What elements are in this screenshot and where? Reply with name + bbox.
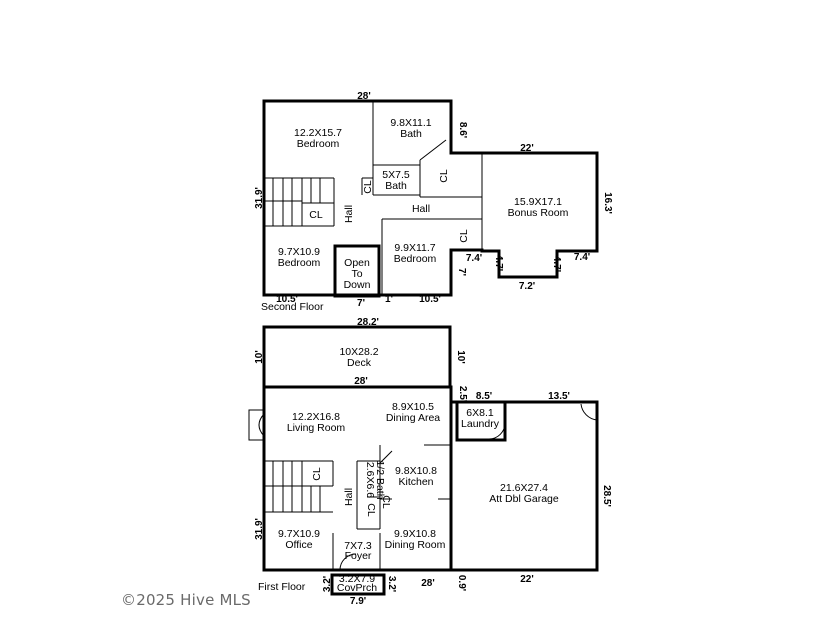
open-to-below-label-2: To: [351, 268, 362, 280]
dimension-label: 10': [455, 350, 466, 364]
hall-label: Hall: [412, 203, 430, 215]
dimension-label: 3.2': [386, 576, 397, 592]
hall-label-vertical: Hall: [343, 205, 355, 223]
dimension-label: 28.5': [601, 485, 612, 507]
second-floor-caption: Second Floor: [261, 301, 324, 313]
half-bath-dimensions: 2.6X6.6: [364, 462, 376, 498]
dimension-label: 1': [385, 294, 393, 305]
closet-label: CL: [458, 229, 470, 243]
second-floor-interior-walls: [264, 101, 483, 295]
dimension-label: 31.9': [254, 187, 265, 209]
bonus-room-label: Bonus Room: [508, 207, 569, 219]
living-room-label: Living Room: [287, 422, 346, 434]
first-floor-caption: First Floor: [258, 581, 306, 593]
bath-2-dimensions: 5X7.5: [382, 169, 410, 181]
garage-label: Att Dbl Garage: [489, 493, 559, 505]
kitchen-label: Kitchen: [398, 476, 433, 488]
laundry-outline: [455, 400, 507, 442]
door-swing: [488, 422, 506, 440]
second-floor-outer-wall: [262, 99, 599, 297]
dimension-label: 8.5': [476, 391, 492, 402]
office-label: Office: [285, 539, 312, 551]
dimension-label: 4.7': [493, 255, 504, 271]
laundry-dimensions: 6X8.1: [466, 407, 494, 419]
dimension-label: 7': [456, 268, 467, 276]
dimension-label: 16.3': [602, 192, 613, 214]
dimension-label: 3.2': [322, 576, 333, 592]
closet-label: CL: [309, 209, 323, 221]
foyer-dimensions: 7X7.3: [344, 540, 372, 552]
dimension-label: 4.7': [551, 256, 562, 272]
dimension-label: 10': [254, 350, 265, 364]
bedroom-1-label: Bedroom: [297, 138, 340, 150]
dining-room-dimensions: 9.9X10.8: [394, 528, 436, 540]
kitchen-dimensions: 9.8X10.8: [395, 465, 437, 477]
bedroom-1-dimensions: 12.2X15.7: [294, 127, 342, 139]
dimension-label: 31.9': [254, 518, 265, 540]
first-floor-stairs: [264, 461, 321, 512]
door-swing: [339, 553, 357, 571]
dimension-label: 2.5': [457, 386, 468, 402]
dimension-label: 7': [357, 298, 365, 309]
hall-label-vertical: Hall: [343, 488, 355, 506]
bath-1-label: Bath: [400, 128, 422, 140]
dimension-label: 28.2': [357, 317, 379, 328]
dimension-label: 7.2': [519, 281, 535, 292]
bath-2-label: Bath: [385, 180, 407, 192]
fireplace: [248, 409, 265, 441]
first-floor-interior-walls: [264, 444, 451, 570]
covered-porch-dimensions: 3.2X7.9: [339, 573, 375, 585]
deck-label: Deck: [347, 357, 372, 369]
dimension-label: 28': [421, 578, 435, 589]
bedroom-3-label: Bedroom: [394, 253, 437, 265]
second-floor-plan: 12.2X15.7 Bedroom 9.8X11.1 Bath 5X7.5 Ba…: [254, 91, 613, 313]
dimension-label: 7.4': [466, 253, 482, 264]
bedroom-2-label: Bedroom: [278, 257, 321, 269]
open-to-below-label-3: Down: [344, 279, 371, 291]
open-to-below-area: [333, 244, 381, 298]
dimension-label: 7.4': [574, 252, 590, 263]
dining-area-dimensions: 8.9X10.5: [392, 401, 434, 413]
foyer-label: Foyer: [345, 550, 372, 562]
half-bath-label: 1/2 Bath: [374, 460, 386, 499]
closet-label: CL: [362, 180, 374, 194]
copyright-watermark: ©2025 Hive MLS: [121, 591, 251, 609]
dimension-label: 0.9': [456, 575, 467, 591]
covered-porch-label: CovPrch: [337, 582, 377, 594]
garage-outer-wall: [451, 400, 599, 572]
bath-1-dimensions: 9.8X11.1: [390, 117, 431, 129]
covered-porch-outline: [330, 573, 386, 596]
first-floor-plan: 10X28.2 Deck 12.2X16.8 Living Room 8.9X1…: [248, 317, 612, 607]
closet-label: CL: [438, 169, 450, 183]
dimension-label: 28': [357, 91, 371, 102]
dimension-label: 7.9': [350, 596, 366, 607]
bonus-room-dimensions: 15.9X17.1: [514, 196, 562, 208]
laundry-label: Laundry: [461, 418, 500, 430]
dimension-label: 8.6': [457, 122, 468, 138]
living-room-dimensions: 12.2X16.8: [292, 411, 340, 423]
dimension-label: 22': [520, 574, 534, 585]
dimension-label: 28': [354, 376, 368, 387]
dimension-label: 10.5': [419, 294, 441, 305]
second-floor-stairs: [264, 178, 321, 226]
deck-dimensions: 10X28.2: [339, 346, 378, 358]
garage-dimensions: 21.6X27.4: [500, 482, 548, 494]
closet-label: CL: [365, 503, 377, 517]
bedroom-2-dimensions: 9.7X10.9: [278, 246, 320, 258]
dimension-label: 10.5': [276, 294, 298, 305]
dining-room-label: Dining Room: [385, 539, 446, 551]
closet-label: CL: [311, 467, 323, 481]
open-to-below-label-1: Open: [344, 257, 370, 269]
dimension-label: 22': [520, 143, 534, 154]
dimension-label: 13.5': [548, 391, 570, 402]
closet-label: CL: [380, 495, 392, 509]
bedroom-3-dimensions: 9.9X11.7: [394, 242, 435, 254]
dining-area-label: Dining Area: [386, 412, 440, 424]
office-dimensions: 9.7X10.9: [278, 528, 320, 540]
door-swing: [580, 403, 598, 421]
